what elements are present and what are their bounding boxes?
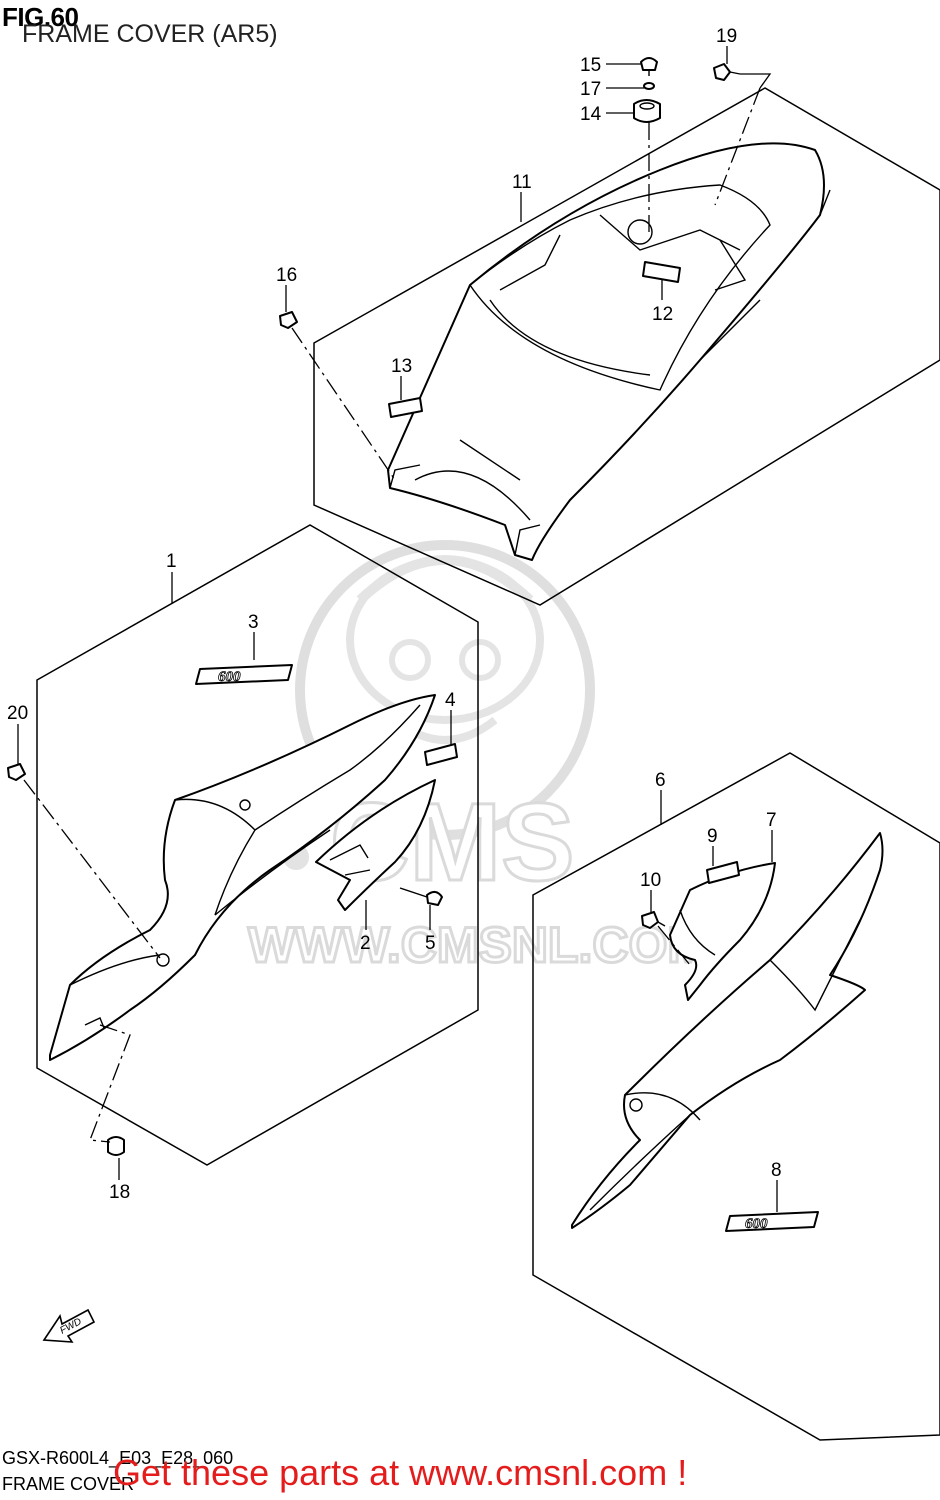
emblem-3-text: 600 — [218, 669, 241, 685]
part-1-left-frame-cover[interactable] — [49, 694, 436, 1061]
callout-3: 3 — [248, 612, 259, 633]
callout-2: 2 — [360, 933, 371, 954]
part-11-seat-tail-cover[interactable] — [387, 142, 831, 561]
left-cover-group-box — [36, 524, 479, 1166]
part-12-label — [642, 261, 681, 283]
leader-lines — [17, 46, 778, 1212]
part-6-right-frame-cover[interactable] — [571, 832, 884, 1229]
callout-1: 1 — [166, 551, 177, 572]
figure-title: FIG.60 — [2, 2, 79, 32]
part-20-bolt[interactable] — [7, 763, 26, 781]
callout-4: 4 — [445, 690, 456, 711]
callout-15: 15 — [580, 55, 601, 76]
callout-7: 7 — [766, 810, 777, 831]
diagram-code: GSX-R600L4_E03_E28_060 — [2, 1448, 234, 1468]
callout-6: 6 — [655, 770, 666, 791]
part-10-screw[interactable] — [641, 911, 666, 929]
part-2-inner-cover[interactable] — [315, 779, 436, 911]
callout-10: 10 — [640, 870, 661, 891]
figure-subtitle: FRAME COVER (AR5) — [22, 20, 278, 48]
assembly-lines — [23, 87, 761, 1143]
callout-8: 8 — [771, 1160, 782, 1181]
right-cover-group-box — [532, 752, 940, 1441]
callout-12: 12 — [652, 304, 673, 325]
part-19-clip[interactable] — [713, 63, 741, 81]
fwd-arrow-icon: FWD — [42, 1308, 96, 1343]
callout-14: 14 — [580, 104, 602, 125]
part-16-bolt[interactable] — [279, 311, 298, 329]
part-9-label — [706, 861, 740, 884]
callout-numbers: 1 2 3 4 5 6 7 8 9 10 11 12 13 14 15 16 1… — [7, 26, 782, 1203]
callout-20: 20 — [7, 703, 28, 724]
part-14-grommet[interactable] — [633, 99, 661, 123]
part-17-washer[interactable] — [643, 82, 655, 90]
part-13-label — [388, 397, 423, 418]
callout-11: 11 — [512, 172, 532, 193]
emblem-8-text: 600 — [745, 1216, 768, 1232]
part-4-label — [424, 743, 458, 766]
promo-link[interactable]: Get these parts at www.cmsnl.com ! — [113, 1452, 688, 1493]
callout-19: 19 — [716, 26, 737, 47]
part-18-grommet[interactable] — [107, 1136, 125, 1156]
callout-18: 18 — [109, 1182, 130, 1203]
part-15-screw[interactable] — [640, 57, 658, 76]
callout-16: 16 — [276, 265, 297, 286]
callout-9: 9 — [707, 826, 718, 847]
diagram-name: FRAME COVER — [2, 1474, 135, 1494]
tail-cover-group-box — [313, 87, 940, 606]
callout-5: 5 — [425, 933, 436, 954]
part-5-screw[interactable] — [399, 887, 443, 906]
part-8-emblem: 600 — [725, 1211, 819, 1232]
part-7-inner-panel[interactable] — [669, 862, 776, 1001]
callout-13: 13 — [391, 356, 412, 377]
callout-17: 17 — [580, 79, 601, 100]
part-3-emblem: 600 — [195, 664, 293, 685]
